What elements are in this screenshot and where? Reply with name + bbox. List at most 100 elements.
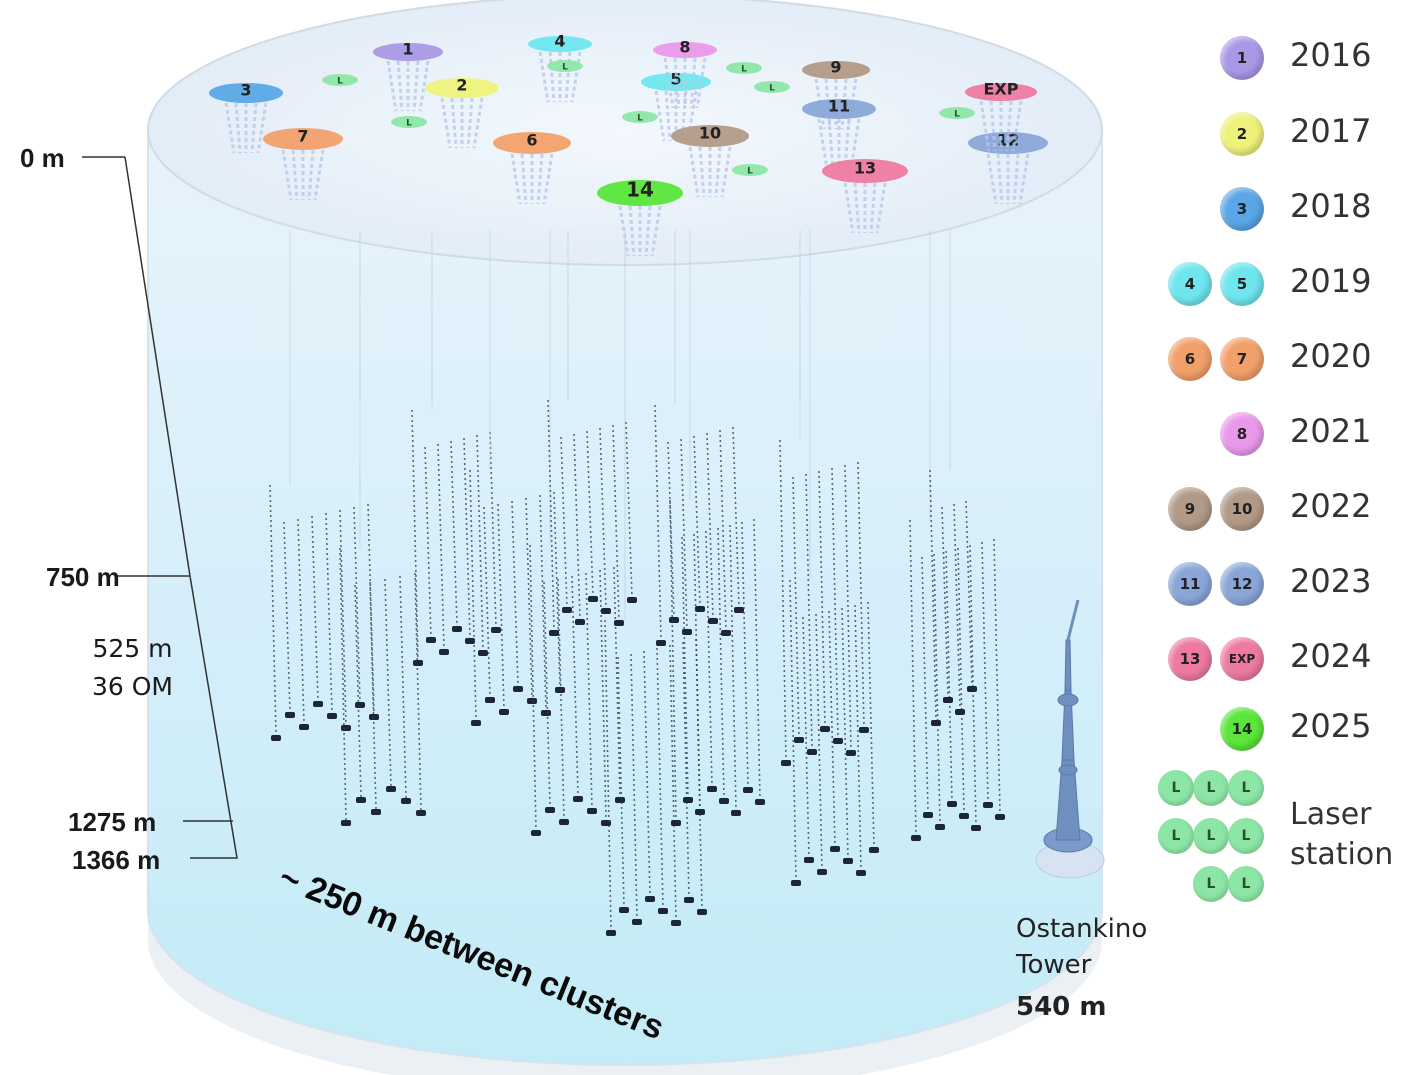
string-cluster (411, 230, 501, 666)
legend-year: 2023 (1290, 562, 1372, 600)
legend-year: 2016 (1290, 36, 1372, 74)
string-cluster (547, 230, 637, 636)
laser-legend-badge: L (1193, 818, 1229, 854)
legend-badge-7: 7 (1220, 337, 1264, 381)
cluster-8-buoy: 8 (653, 38, 717, 109)
detector-strings (269, 230, 1005, 936)
laser-legend-badge: L (1228, 818, 1264, 854)
cluster-13-buoy: 13 (822, 159, 908, 234)
cluster-label: 6 (526, 131, 537, 150)
svg-text:L: L (637, 114, 643, 124)
cluster-label: 11 (828, 97, 850, 116)
string-cluster (909, 230, 1005, 841)
laser-legend-badge: L (1158, 818, 1194, 854)
legend-badge-10: 10 (1220, 487, 1264, 531)
legend-badge-3: 3 (1220, 187, 1264, 231)
svg-text:L: L (337, 77, 343, 87)
legend-badge-exp: EXP (1220, 637, 1264, 681)
legend-badge-12: 12 (1220, 562, 1264, 606)
string-length-block: 525 m 36 OM (92, 630, 173, 706)
legend-year: 2021 (1290, 412, 1372, 450)
laser-station-buoy: L (726, 62, 762, 75)
cluster-6-buoy: 6 (493, 131, 571, 205)
laser-legend-label: Laser station (1290, 795, 1393, 875)
string-length-label: 525 m (92, 634, 173, 663)
string-cluster (929, 230, 977, 726)
cluster-2-buoy: 2 (425, 76, 499, 149)
cluster-11-buoy: 11 (802, 97, 876, 170)
cluster-label: 7 (297, 127, 308, 146)
laser-station-buoy: L (732, 164, 768, 177)
depth-1275-label: 1275 m (68, 807, 157, 837)
svg-text:L: L (562, 63, 568, 73)
laser-station-buoy: L (754, 81, 790, 94)
string-cluster (654, 230, 744, 646)
cluster-label: 3 (240, 81, 251, 100)
svg-text:L: L (954, 110, 960, 120)
legend-badge-1: 1 (1220, 36, 1264, 80)
legend-year: 2019 (1290, 262, 1372, 300)
laser-station-buoy: L (322, 74, 358, 87)
cluster-1-buoy: 1 (373, 40, 443, 112)
laser-legend-badge: L (1228, 770, 1264, 806)
tower-name-line1: Ostankino (1016, 914, 1148, 944)
depth-750-label: 750 m (46, 562, 120, 592)
legend-badge-5: 5 (1220, 262, 1264, 306)
legend-year: 2024 (1290, 637, 1372, 675)
cluster-label: 2 (456, 76, 467, 95)
string-cluster (669, 230, 765, 826)
legend-badge-6: 6 (1168, 337, 1212, 381)
cluster-exp-buoy: EXP (965, 80, 1037, 152)
laser-legend-line2: station (1290, 837, 1394, 872)
depth-1366-label: 1366 m (72, 845, 161, 875)
laser-legend-badge: L (1193, 770, 1229, 806)
svg-text:L: L (747, 167, 753, 177)
cluster-label: 13 (854, 159, 876, 178)
legend-year: 2022 (1290, 487, 1372, 525)
depth-surface-label: 0 m (20, 143, 65, 173)
tower-name-line2: Tower (1016, 950, 1092, 980)
cluster-9-buoy: 9 (802, 58, 870, 130)
laser-station-buoy: L (939, 107, 975, 120)
surface-clusters: 12345678910111213EXP14LLLLLLLL (209, 32, 1048, 257)
cluster-label: EXP (984, 80, 1019, 99)
legend-badge-11: 11 (1168, 562, 1212, 606)
legend-year: 2020 (1290, 337, 1372, 375)
laser-legend-badge: L (1228, 866, 1264, 902)
string-cluster (469, 230, 565, 726)
laser-legend-badge: L (1158, 770, 1194, 806)
legend-badge-8: 8 (1220, 412, 1264, 456)
legend-badge-4: 4 (1168, 262, 1212, 306)
svg-text:L: L (741, 65, 747, 75)
legend-badge-9: 9 (1168, 487, 1212, 531)
laser-legend-line1: Laser (1290, 797, 1372, 832)
svg-text:L: L (769, 84, 775, 94)
cluster-3-buoy: 3 (209, 81, 283, 154)
cluster-label: 8 (679, 38, 690, 57)
om-count-label: 36 OM (92, 672, 174, 701)
cluster-label: 4 (554, 32, 565, 51)
ostankino-tower (1035, 599, 1105, 879)
cluster-label: 9 (830, 58, 841, 77)
legend-badge-13: 13 (1168, 637, 1212, 681)
laser-station-buoy: L (622, 111, 658, 124)
laser-legend-badge: L (1193, 866, 1229, 902)
legend-badge-14: 14 (1220, 707, 1264, 751)
string-cluster (339, 230, 426, 826)
cluster-7-buoy: 7 (263, 127, 343, 201)
cluster-label: 14 (626, 178, 654, 202)
cluster-label: 10 (699, 124, 721, 143)
svg-text:L: L (406, 119, 412, 129)
legend-year: 2025 (1290, 707, 1372, 745)
string-cluster (269, 230, 379, 741)
string-cluster (789, 230, 879, 886)
string-cluster (779, 230, 869, 766)
legend-year: 2017 (1290, 112, 1372, 150)
laser-station-buoy: L (547, 60, 583, 73)
laser-station-buoy: L (391, 116, 427, 129)
tower-height: 540 m (1016, 992, 1107, 1022)
depth-scale (82, 156, 238, 859)
cluster-label: 1 (402, 40, 413, 59)
cluster-10-buoy: 10 (671, 124, 749, 198)
